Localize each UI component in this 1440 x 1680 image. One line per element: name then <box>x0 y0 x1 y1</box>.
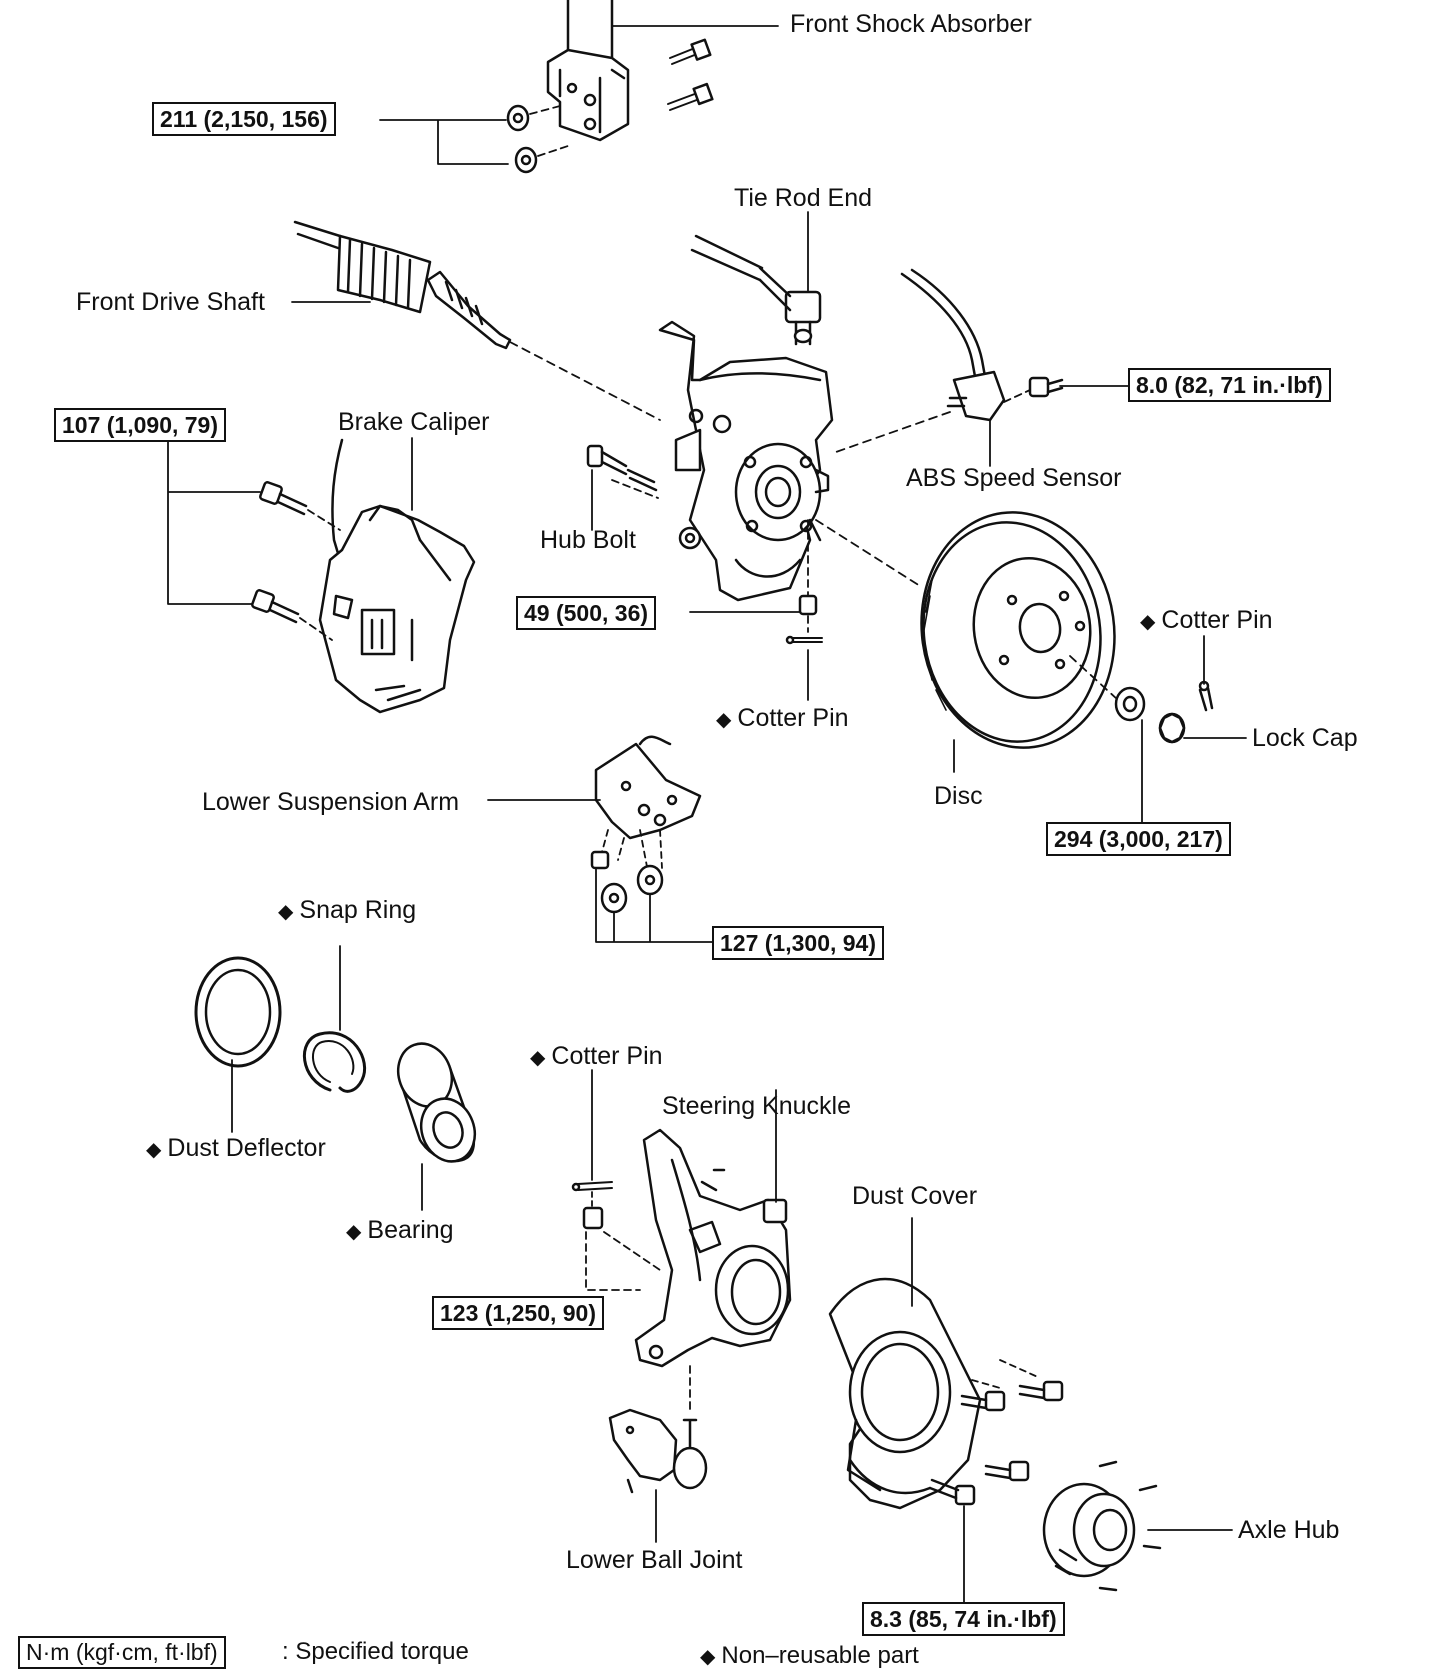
label-bearing: ◆Bearing <box>346 1218 454 1243</box>
non-reusable-mark: ◆ <box>700 1646 716 1668</box>
torque-axle-nut: 294 (3,000, 217) <box>1046 822 1231 856</box>
dust-cover-bolts-drawing <box>928 1359 1064 1506</box>
non-reusable-mark: ◆ <box>716 709 732 731</box>
non-reusable-mark: ◆ <box>530 1047 546 1069</box>
cotter-pin-text: Cotter Pin <box>551 1042 663 1070</box>
label-axle-hub: Axle Hub <box>1238 1516 1340 1544</box>
label-lower-ball-joint: Lower Ball Joint <box>566 1546 743 1574</box>
axle-hub-drawing <box>1042 1460 1162 1592</box>
lock-cap-drawing <box>1158 712 1186 744</box>
label-snap-ring: ◆Snap Ring <box>278 898 416 923</box>
non-reusable-mark: ◆ <box>346 1221 362 1243</box>
bearing-drawing <box>396 1042 477 1163</box>
dust-deflector-drawing <box>194 956 282 1068</box>
tie-rod-nut-drawing <box>785 519 823 645</box>
label-dust-cover: Dust Cover <box>852 1182 978 1210</box>
non-reusable-mark: ◆ <box>1140 611 1156 633</box>
label-hub-bolt: Hub Bolt <box>540 526 636 554</box>
steering-knuckle-drawing <box>634 1128 792 1368</box>
label-lock-cap: Lock Cap <box>1252 724 1358 752</box>
knuckle-assembly-drawing <box>658 320 834 602</box>
legend-non-reusable-text: Non–reusable part <box>721 1642 919 1669</box>
label-disc: Disc <box>934 782 983 810</box>
label-tie-rod-end: Tie Rod End <box>734 184 873 212</box>
label-cotter-pin-disc: ◆Cotter Pin <box>1140 608 1273 633</box>
front-shock-absorber-drawing <box>506 0 714 174</box>
cotter-pin-text: Cotter Pin <box>1161 606 1273 634</box>
torque-shock-bolts: 211 (2,150, 156) <box>152 102 336 136</box>
label-front-shock-absorber: Front Shock Absorber <box>790 10 1032 38</box>
label-brake-caliper: Brake Caliper <box>338 408 490 436</box>
dust-cover-drawing <box>828 1277 982 1510</box>
torque-lower-arm-nuts: 127 (1,300, 94) <box>712 926 885 960</box>
dust-deflector-text: Dust Deflector <box>167 1134 326 1162</box>
label-dust-deflector: ◆Dust Deflector <box>146 1136 326 1161</box>
lower-suspension-arm-drawing <box>590 735 702 914</box>
legend-torque-desc: : Specified torque <box>282 1638 469 1665</box>
snap-ring-drawing <box>303 1031 367 1093</box>
legend-torque-box: N·m (kgf·cm, ft·lbf) <box>18 1636 226 1669</box>
torque-tie-rod-nut: 49 (500, 36) <box>516 596 657 630</box>
brake-caliper-drawing <box>251 438 476 714</box>
front-drive-shaft-drawing <box>293 220 661 421</box>
abs-speed-sensor-drawing <box>835 268 1064 453</box>
axle-nut-drawing <box>1114 686 1146 722</box>
cotter-pin-knuckle-drawing <box>571 1181 613 1230</box>
torque-dust-cover-bolts: 8.3 (85, 74 in.·lbf) <box>862 1602 1065 1636</box>
hub-bolt-drawing <box>586 444 659 499</box>
torque-ball-joint-nut: 123 (1,250, 90) <box>432 1296 605 1330</box>
cotter-pin-text: Cotter Pin <box>737 704 849 732</box>
disc-drawing <box>815 511 1119 749</box>
lower-ball-joint-drawing <box>608 1408 708 1494</box>
label-front-drive-shaft: Front Drive Shaft <box>76 288 265 316</box>
tie-rod-end-drawing <box>690 234 822 346</box>
torque-abs-sensor-bolt: 8.0 (82, 71 in.·lbf) <box>1128 368 1331 402</box>
bearing-text: Bearing <box>367 1216 454 1244</box>
non-reusable-mark: ◆ <box>146 1139 162 1161</box>
non-reusable-mark: ◆ <box>278 901 294 923</box>
label-lower-suspension-arm: Lower Suspension Arm <box>202 788 460 816</box>
label-steering-knuckle: Steering Knuckle <box>662 1092 852 1120</box>
label-cotter-pin-center: ◆Cotter Pin <box>716 706 849 731</box>
legend-non-reusable: ◆Non–reusable part <box>700 1644 919 1668</box>
label-cotter-pin-knuckle: ◆Cotter Pin <box>530 1044 663 1069</box>
label-abs-speed-sensor: ABS Speed Sensor <box>906 464 1122 492</box>
snap-ring-text: Snap Ring <box>299 896 417 924</box>
cotter-pin-disc-drawing <box>1198 680 1214 712</box>
torque-caliper-bolts: 107 (1,090, 79) <box>54 408 227 442</box>
